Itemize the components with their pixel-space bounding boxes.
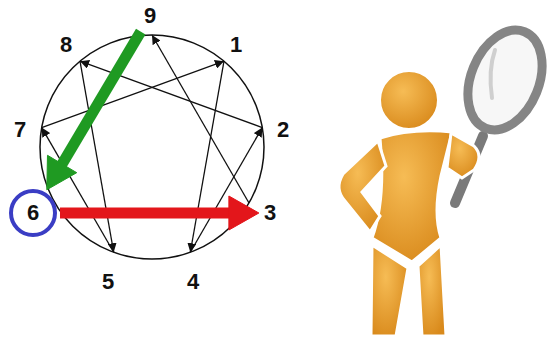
magnifier-ring: [454, 19, 550, 141]
head: [380, 71, 438, 129]
number-label: 6: [27, 201, 39, 225]
torso: [372, 131, 452, 262]
number-label: 7: [14, 117, 26, 142]
point-number: 9: [142, 3, 158, 29]
arrow-head: [229, 196, 259, 230]
point-number: 2: [275, 117, 291, 143]
number-label: 4: [187, 269, 199, 294]
lens-glint: [491, 50, 495, 98]
enneagram-line: [42, 61, 224, 127]
number-label: 2: [277, 117, 289, 142]
point-number: 4: [185, 269, 201, 295]
point-number: 7: [12, 117, 28, 143]
left-arm: [339, 141, 386, 232]
point-number: 5: [100, 269, 116, 295]
point-number: 3: [262, 200, 278, 226]
arrow-head: [47, 155, 77, 189]
arrow-connector: [47, 32, 141, 190]
enneagram-line: [152, 35, 249, 203]
arrow-connector: [60, 196, 259, 230]
arrow-shaft: [61, 32, 141, 166]
point-number: 1: [228, 32, 244, 58]
number-label: 1: [230, 32, 242, 57]
detective-figure: [339, 19, 550, 336]
number-label: 5: [102, 269, 114, 294]
number-label: 3: [264, 200, 276, 225]
number-label: 8: [60, 32, 72, 57]
arrow-shaft: [60, 208, 231, 219]
circled-point-number: 6: [9, 189, 57, 237]
left-leg: [371, 245, 408, 336]
right-arm: [447, 133, 479, 178]
enneagram-line: [190, 128, 262, 253]
point-number: 8: [58, 32, 74, 58]
number-label: 9: [144, 3, 156, 28]
right-leg: [418, 245, 446, 336]
